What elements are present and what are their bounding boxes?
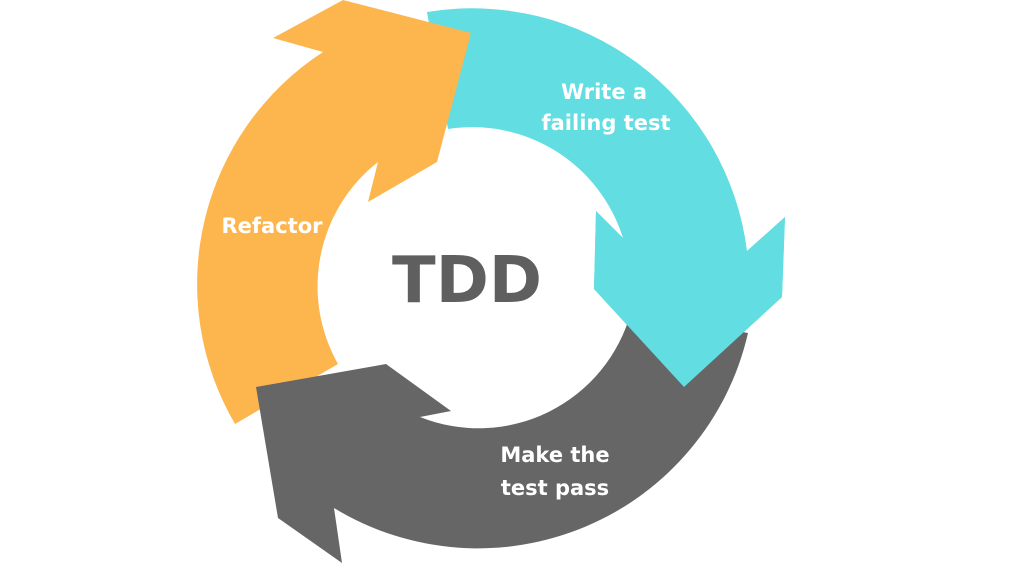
pass-label-line1: Make the xyxy=(500,443,609,467)
write-label-line2: failing test xyxy=(541,111,670,135)
refactor-arrow xyxy=(197,0,471,424)
make-pass-arrow xyxy=(256,312,748,563)
write-test-arrowhead xyxy=(594,211,785,387)
center-title: TDD xyxy=(392,244,542,318)
refactor-label: Refactor xyxy=(222,214,324,238)
pass-label-line2: test pass xyxy=(501,476,609,500)
write-label-line1: Write a xyxy=(561,80,647,104)
